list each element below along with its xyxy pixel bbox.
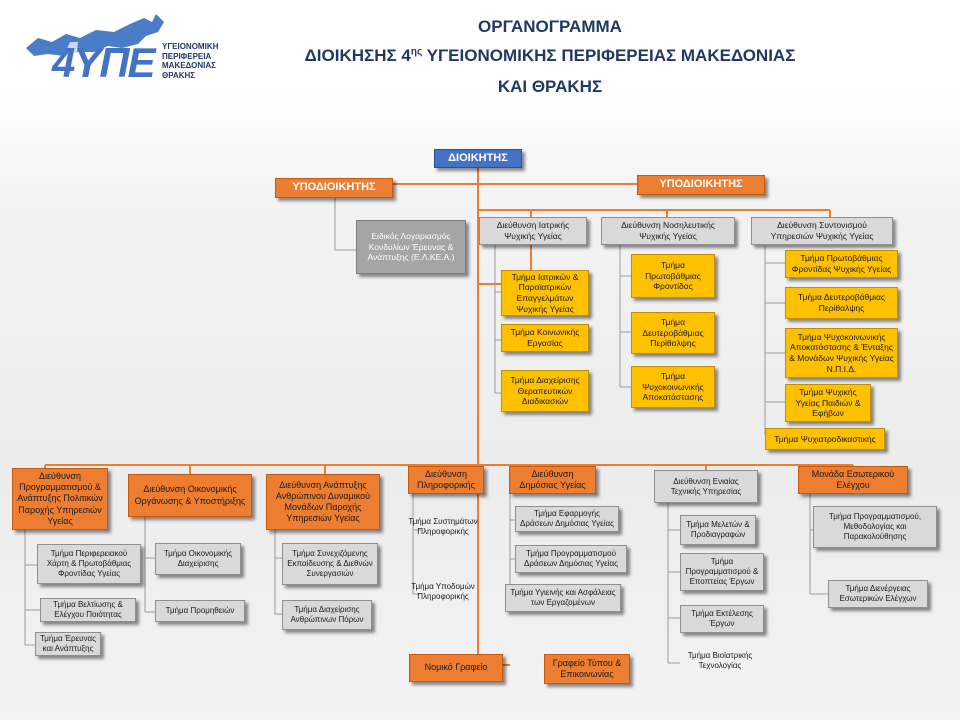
press-office: Γραφείο Τύπου & Επικοινωνίας xyxy=(544,654,630,684)
dept-procurement: Τμήμα Προμηθειών xyxy=(155,600,245,622)
director-box: ΔΙΟΙΚΗΤΗΣ xyxy=(434,149,522,168)
subtitle-sup: ης xyxy=(410,46,423,58)
dept-forensic-psychiatry: Τμήμα Ψυχιατροδικαστικής xyxy=(765,428,885,450)
page-subtitle: ΔΙΟΙΚΗΣΗΣ 4ης ΥΓΕΙΟΝΟΜΙΚΗΣ ΠΕΡΙΦΕΡΕΙΑΣ Μ… xyxy=(230,47,870,64)
directorate-planning: Διεύθυνση Προγραμματισμού & Ανάπτυξης Πο… xyxy=(12,468,108,530)
dept-research-development: Τμήμα Έρευνας και Ανάπτυξης xyxy=(35,632,101,656)
dept-workplace-safety: Τμήμα Υγιεινής και Ασφάλειας των Εργαζομ… xyxy=(505,584,621,612)
logo-text-line: ΥΓΕΙΟΝΟΜΙΚΗ xyxy=(162,42,219,51)
dept-project-execution: Τμήμα Εκτέλεσης Έργων xyxy=(680,605,764,633)
logo-text-line: ΜΑΚΕΔΟΝΙΑΣ xyxy=(162,61,216,71)
logo-map-icon xyxy=(26,14,164,90)
dept-secondary-mental-health: Τμήμα Δευτεροβάθμιας Περίθαλψης xyxy=(785,287,898,319)
dept-therapeutic-procedures: Τμήμα Διαχείρισης Θεραπευτικών Διαδικασι… xyxy=(501,370,589,412)
dept-it-systems: Τμήμα Συστημάτων Πληροφορικής xyxy=(408,517,478,536)
subtitle-part: ΥΓΕΙΟΝΟΜΙΚΗΣ ΠΕΡΙΦΕΡΕΙΑΣ ΜΑΚΕΔΟΝΙΑΣ xyxy=(422,46,796,65)
page-title: ΟΡΓΑΝΟΓΡΑΜΜΑ xyxy=(478,17,622,36)
dept-public-health-planning: Τμήμα Προγραμματισμού Δράσεων Δημόσιας Υ… xyxy=(515,545,627,573)
dept-it-infrastructure: Τμήμα Υποδομών Πληροφορικής xyxy=(411,582,475,601)
deputy-right-box: ΥΠΟΔΙΟΙΚΗΤΗΣ xyxy=(637,175,765,195)
page-subtitle-line3: ΚΑΙ ΘΡΑΚΗΣ xyxy=(497,77,603,96)
special-account-box: Ειδικός Λογαριασμός Κονδυλίων Έρευνας & … xyxy=(356,220,466,274)
directorate-medical-mental-health: Διεύθυνση Ιατρικής Ψυχικής Υγείας xyxy=(479,217,587,245)
dept-primary-care: Τμήμα Πρωτοβάθμιας Φροντίδας xyxy=(631,254,715,298)
dept-primary-mental-health: Τμήμα Πρωτοβάθμιας Φροντίδας Ψυχικής Υγε… xyxy=(785,250,898,278)
directorate-technical: Διεύθυνση Ενιαίας Τεχνικής Υπηρεσίας xyxy=(654,470,758,503)
dept-project-supervision: Τμήμα Προγραμματισμού & Εποπτείας Έργων xyxy=(680,553,764,591)
dept-continuing-education: Τμήμα Συνεχιζόμενης Εκπαίδευσης & Διεθνώ… xyxy=(282,543,378,585)
dept-audit-planning: Τμήμα Προγραμματισμού, Μεθοδολογίας και … xyxy=(813,506,937,548)
deputy-left-box: ΥΠΟΔΙΟΙΚΗΤΗΣ xyxy=(275,178,393,198)
dept-biomedical-tech: Τμήμα Βιοϊατρικής Τεχνολογίας xyxy=(687,651,753,670)
dept-social-work: Τμήμα Κοινωνικής Εργασίας xyxy=(501,324,589,352)
logo: 4ΥΠΕ xyxy=(18,8,238,98)
logo-text-line: ΘΡΑΚΗΣ xyxy=(162,70,196,80)
directorate-economic: Διεύθυνση Οικονομικής Οργάνωσης & Υποστή… xyxy=(128,474,252,517)
dept-internal-audits: Τμήμα Διενέργειας Εσωτερικών Ελέγχων xyxy=(828,580,928,608)
dept-medical-paramedical: Τμήμα Ιατρικών & Παραϊατρικών Επαγγελμάτ… xyxy=(501,270,589,316)
dept-child-adolescent: Τμήμα Ψυχικής Υγείας Παιδιών & Εφήβων xyxy=(785,384,871,422)
logo-text-line: ΠΕΡΙΦΕΡΕΙΑ xyxy=(162,51,212,61)
dept-secondary-care: Τμήμα Δευτεροβάθμιας Περίθαλψης xyxy=(631,312,715,354)
subtitle-part: ΔΙΟΙΚΗΣΗΣ 4 xyxy=(304,46,411,65)
logo-mark: 4ΥΠΕ xyxy=(52,39,156,86)
directorate-nursing-mental-health: Διεύθυνση Νοσηλευτικής Ψυχικής Υγείας xyxy=(601,217,735,245)
directorate-public-health: Διεύθυνση Δημόσιας Υγείας xyxy=(509,466,596,494)
dept-psychosocial-integration: Τμήμα Ψυχοκοινωνικής Αποκατάστασης & Έντ… xyxy=(785,328,898,378)
logo-text: ΥΓΕΙΟΝΟΜΙΚΗ ΠΕΡΙΦΕΡΕΙΑ ΜΑΚΕΔΟΝΙΑΣ ΘΡΑΚΗΣ xyxy=(162,42,218,80)
internal-audit-unit: Μονάδα Εσωτερικού Ελέγχου xyxy=(798,466,908,494)
dept-regional-map: Τμήμα Περιφερειακού Χάρτη & Πρωτοβάθμιας… xyxy=(37,544,141,584)
dept-studies-specs: Τμήμα Μελετών & Προδιαγραφών xyxy=(680,515,756,545)
directorate-hr-development: Διεύθυνση Ανάπτυξης Ανθρώπινου Δυναμικού… xyxy=(266,474,380,530)
dept-financial-management: Τμήμα Οικονομικής Διαχείρισης xyxy=(155,543,241,575)
legal-office: Νομικό Γραφείο xyxy=(409,654,503,682)
dept-public-health-actions: Τμήμα Εφαρμογής Δράσεων Δημόσιας Υγείας xyxy=(515,506,619,532)
directorate-it: Διεύθυνση Πληροφορικής xyxy=(408,466,484,494)
dept-psychosocial-rehab: Τμήμα Ψυχοκοινωνικής Αποκατάστασης xyxy=(631,366,715,408)
directorate-mental-health-coordination: Διεύθυνση Συντονισμού Υπηρεσιών Ψυχικής … xyxy=(751,217,893,245)
dept-quality-control: Τμήμα Βελτίωσης & Ελέγχου Ποιότητας xyxy=(40,598,136,622)
dept-human-resources: Τμήμα Διαχείρισης Ανθρώπινων Πόρων xyxy=(282,600,372,630)
